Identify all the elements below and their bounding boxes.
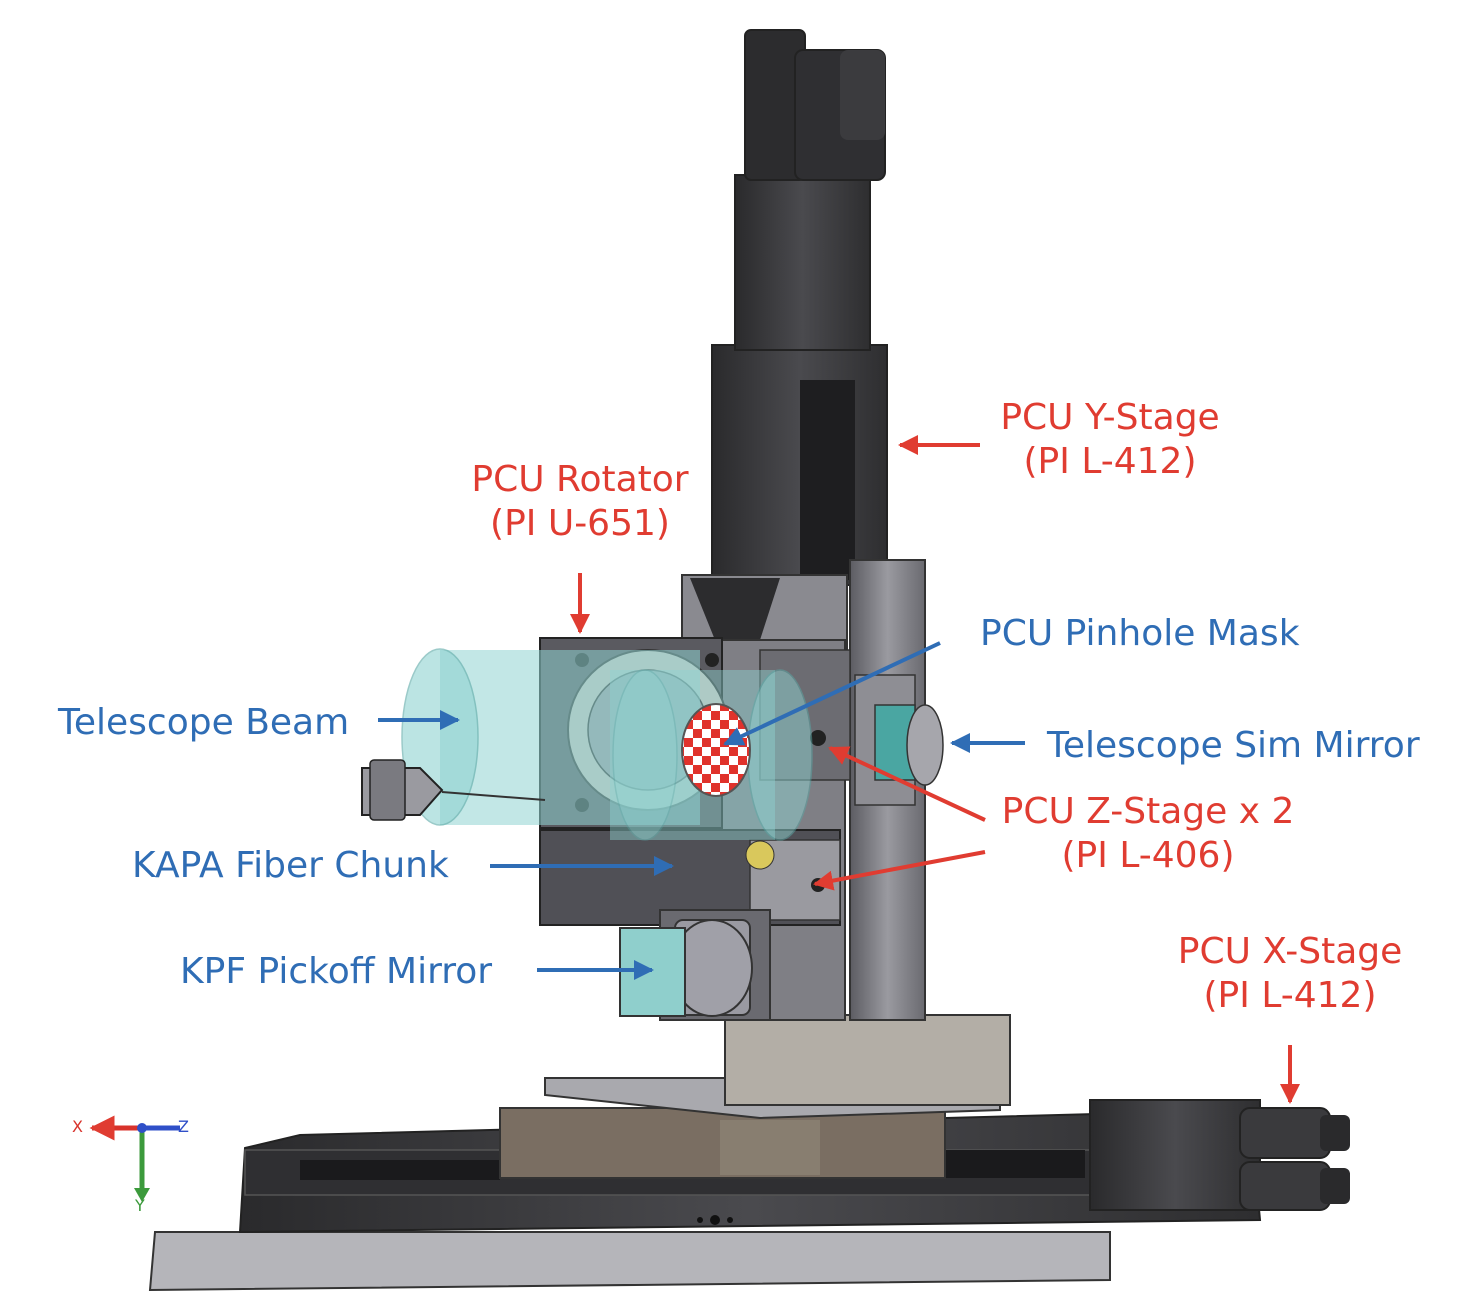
kapa-fiber-chunk: [361, 759, 546, 821]
label-rotator: PCU Rotator (PI U-651): [471, 458, 688, 546]
label-rotator-line2: (PI U-651): [490, 503, 670, 544]
x-stage-carriage: [499, 1107, 946, 1179]
label-kapa-fiber-chunk: KAPA Fiber Chunk: [132, 845, 449, 886]
label-kpf-pickoff-mirror: KPF Pickoff Mirror: [180, 951, 493, 992]
label-z-stage-line2: (PI L-406): [1061, 835, 1235, 876]
label-z-stage-line1: PCU Z-Stage x 2: [1001, 791, 1295, 832]
label-x-stage-line1: PCU X-Stage: [1177, 931, 1403, 972]
telescope-sim-mirror: [874, 704, 944, 786]
arrow-z-stage-2: [813, 850, 986, 891]
label-y-stage-line1: PCU Y-Stage: [1000, 397, 1220, 438]
y-stage-column: [711, 29, 888, 586]
base-plate: [148, 1231, 1111, 1292]
axis-x-label: X: [72, 1117, 83, 1136]
label-y-stage: PCU Y-Stage (PI L-412): [1000, 396, 1219, 484]
telescope-beam: [401, 648, 813, 841]
label-telescope-sim-mirror: Telescope Sim Mirror: [1047, 725, 1420, 766]
axis-triad: [89, 1115, 180, 1202]
x-stage-motors: [1089, 1099, 1350, 1211]
x-stage-rail: [238, 1108, 1262, 1234]
axis-y-label: Y: [135, 1196, 145, 1215]
axis-z-label: Z: [178, 1117, 189, 1136]
label-x-stage-line2: (PI L-412): [1203, 975, 1377, 1016]
arrow-z-stage-1: [828, 746, 986, 822]
label-pinhole-mask: PCU Pinhole Mask: [980, 613, 1300, 654]
vertical-post: [849, 559, 926, 1021]
mounting-plate: [544, 1014, 1011, 1120]
pinhole-mask: [681, 703, 751, 797]
label-telescope-beam: Telescope Beam: [58, 702, 350, 743]
label-x-stage: PCU X-Stage (PI L-412): [1178, 930, 1403, 1018]
label-z-stage: PCU Z-Stage x 2 (PI L-406): [1002, 790, 1295, 878]
label-y-stage-line2: (PI L-412): [1023, 441, 1197, 482]
label-rotator-line1: PCU Rotator: [471, 459, 689, 500]
arrow-pinhole: [723, 641, 941, 746]
